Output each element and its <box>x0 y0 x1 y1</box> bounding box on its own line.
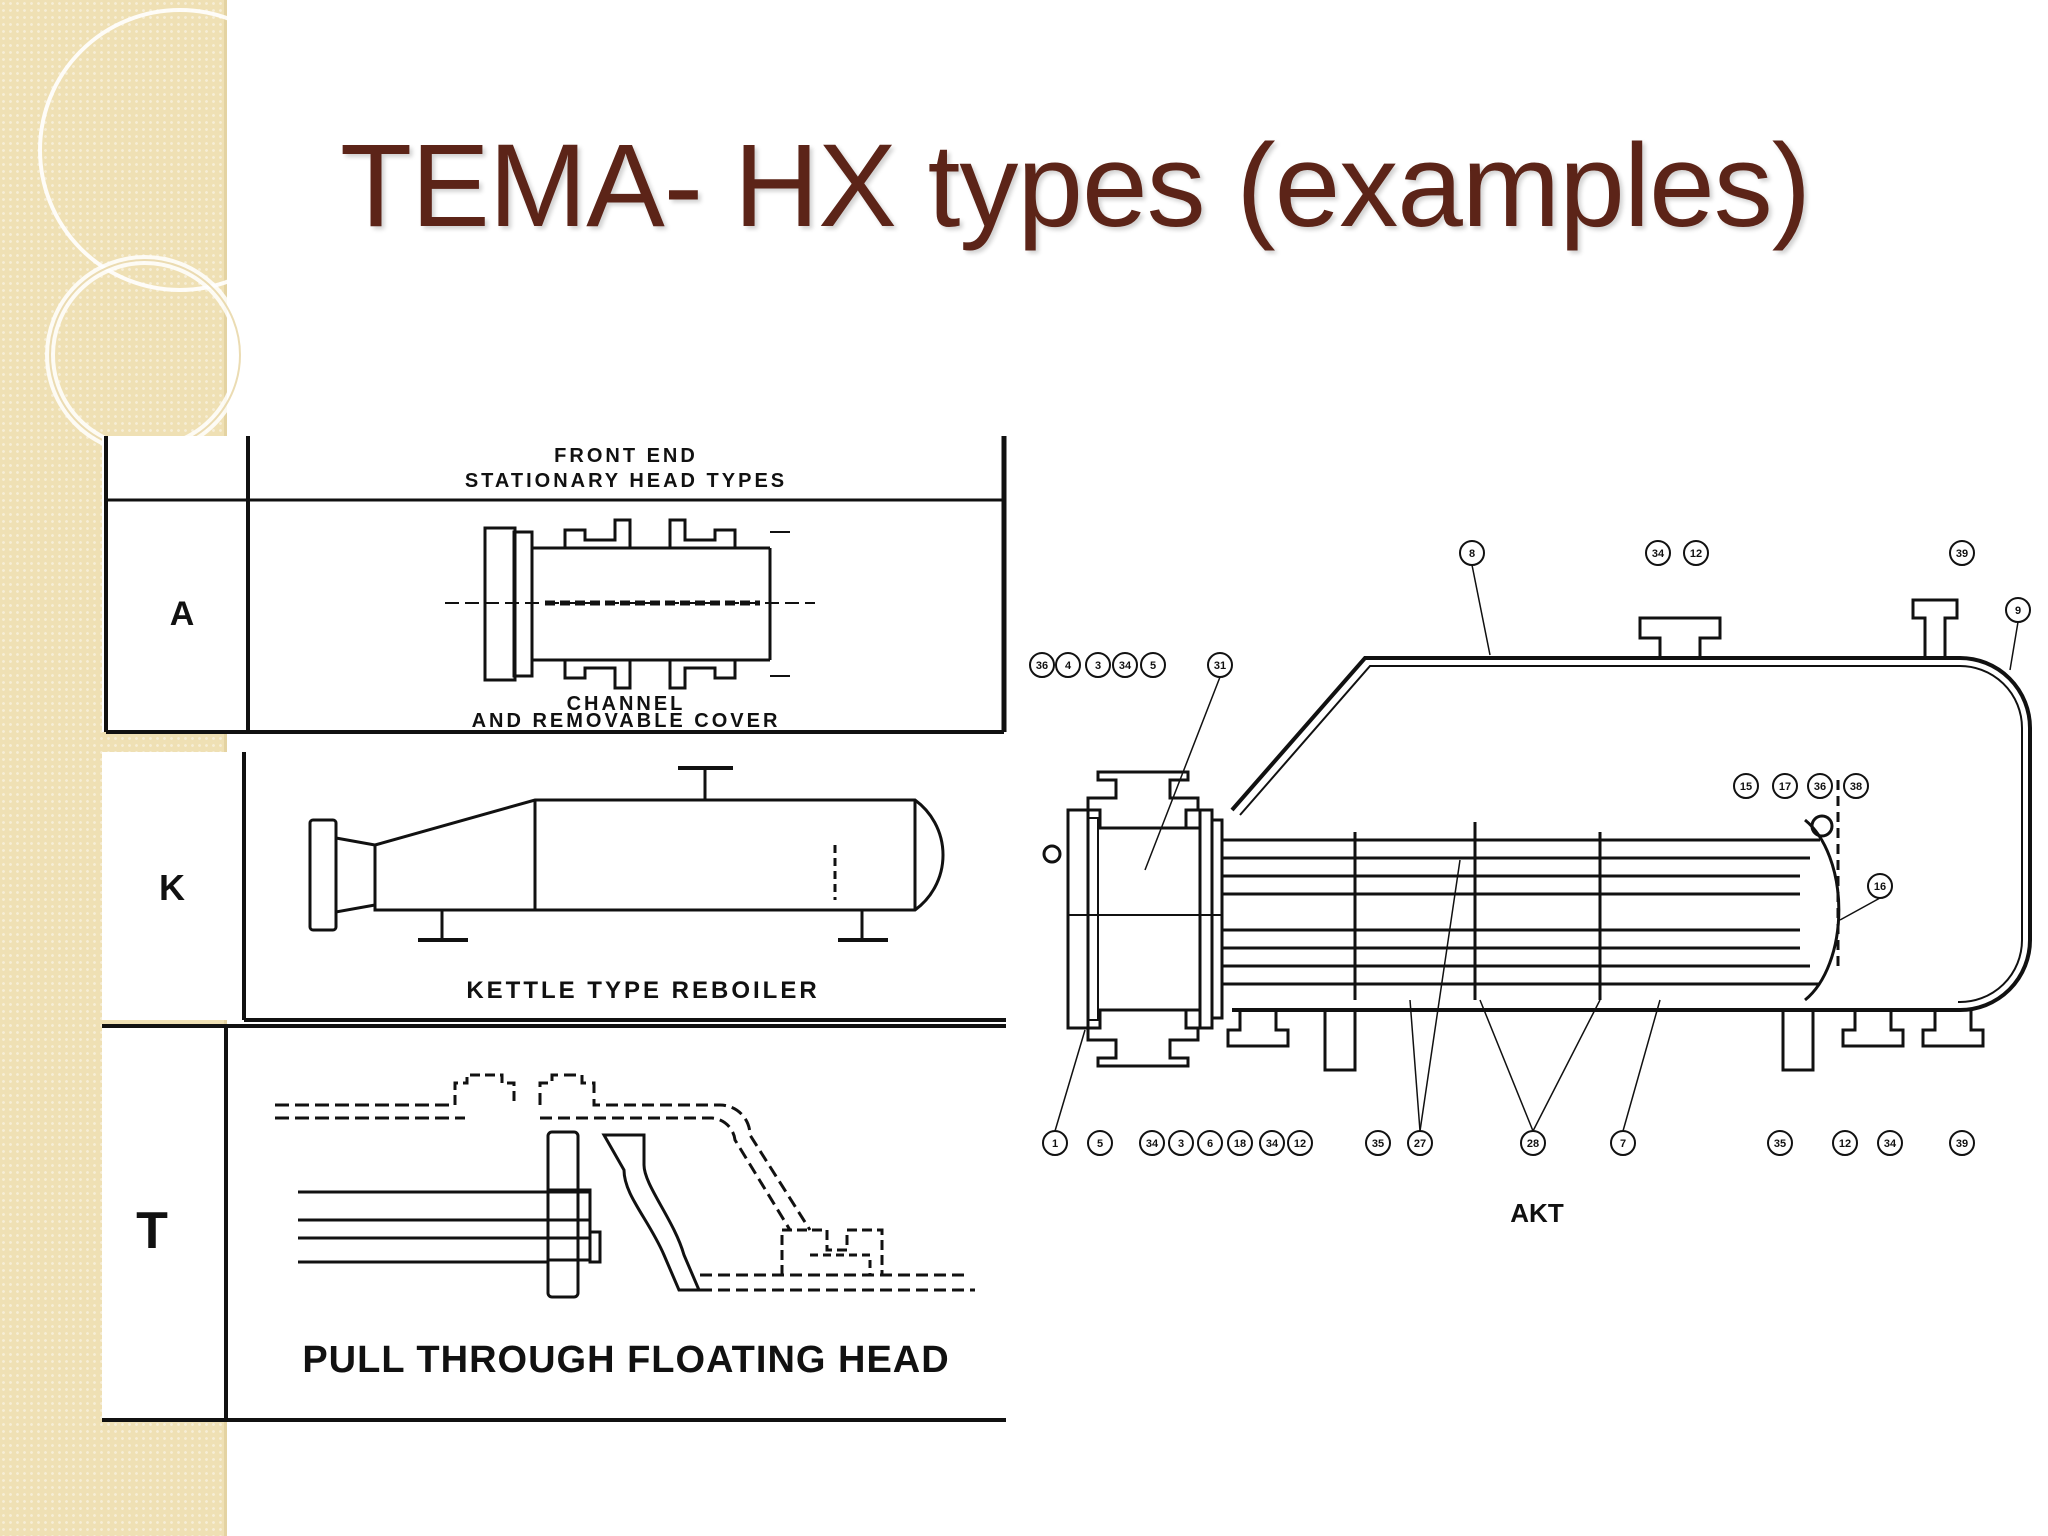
callout-number: 34 <box>1884 1138 1897 1150</box>
row-a-caption-line1: CHANNEL <box>567 693 686 715</box>
callout-number: 36 <box>1036 660 1048 672</box>
callout-number: 12 <box>1839 1138 1851 1150</box>
callout-number: 12 <box>1294 1138 1306 1150</box>
callout-number: 16 <box>1874 881 1886 893</box>
callout-number: 5 <box>1150 660 1156 672</box>
table-header-line1: FRONT END <box>554 445 698 467</box>
a-type-channel-drawing <box>445 518 815 690</box>
table-header-line2: STATIONARY HEAD TYPES <box>465 470 787 492</box>
callout-number: 31 <box>1214 660 1226 672</box>
t-type-floating-head-drawing <box>275 1073 975 1299</box>
callout-number: 34 <box>1266 1138 1279 1150</box>
slide-title: TEMA- HX types (examples) <box>340 120 1811 252</box>
row-a-caption-line2: AND REMOVABLE COVER <box>472 710 781 732</box>
callout-number: 8 <box>1469 548 1475 560</box>
akt-heat-exchanger-drawing <box>1042 598 2032 1072</box>
callout-number: 3 <box>1095 660 1101 672</box>
callout-number: 38 <box>1850 781 1862 793</box>
callout-number: 6 <box>1207 1138 1213 1150</box>
callout-number: 28 <box>1527 1138 1539 1150</box>
callout-number: 12 <box>1690 548 1702 560</box>
callout-number: 34 <box>1652 548 1665 560</box>
callout-number: 15 <box>1740 781 1752 793</box>
callout-number: 35 <box>1774 1138 1786 1150</box>
callout-number: 1 <box>1052 1138 1058 1150</box>
callout-number: 34 <box>1146 1138 1159 1150</box>
k-type-kettle-drawing <box>308 766 945 942</box>
akt-label: AKT <box>1510 1198 1564 1228</box>
callout-number: 34 <box>1119 660 1132 672</box>
row-letter-k: K <box>159 867 185 908</box>
callout-number: 39 <box>1956 548 1968 560</box>
callout-number: 18 <box>1234 1138 1246 1150</box>
large-ring <box>38 8 300 292</box>
callout-number: 5 <box>1097 1138 1103 1150</box>
callout-number: 3 <box>1178 1138 1184 1150</box>
callout-number: 27 <box>1414 1138 1426 1150</box>
callout-number: 35 <box>1372 1138 1384 1150</box>
callout-number: 36 <box>1814 781 1826 793</box>
row-letter-t: T <box>136 1202 168 1260</box>
row-t-caption: PULL THROUGH FLOATING HEAD <box>302 1339 949 1381</box>
callout-number: 9 <box>2015 605 2021 617</box>
callout-number: 17 <box>1779 781 1791 793</box>
row-letter-a: A <box>170 595 195 633</box>
callout-number: 7 <box>1620 1138 1626 1150</box>
callout-number: 39 <box>1956 1138 1968 1150</box>
row-k-caption: KETTLE TYPE REBOILER <box>466 977 819 1004</box>
callout-number: 4 <box>1065 660 1072 672</box>
